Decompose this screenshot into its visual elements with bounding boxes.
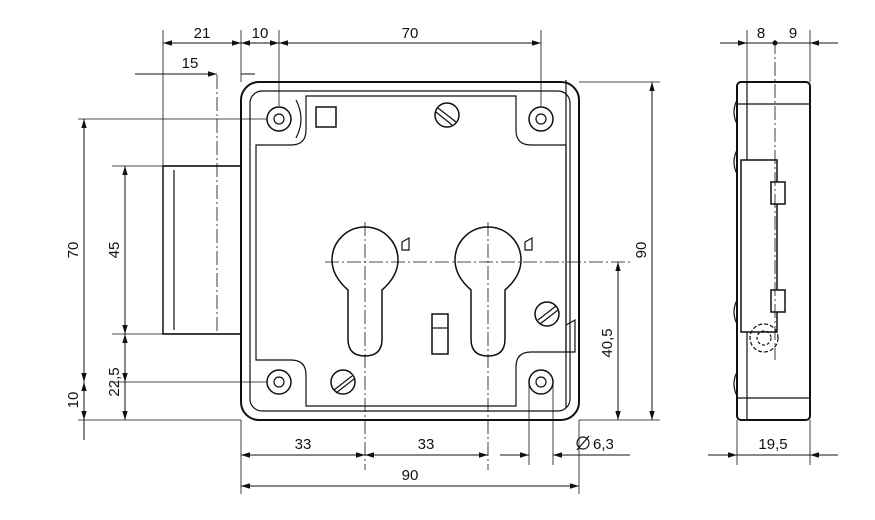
screw-right [534,301,560,327]
dim-22-5: 22,5 [106,367,123,396]
square-stud [315,106,337,128]
keyhole-tab-left [401,236,410,251]
screw-bottom [330,369,356,395]
dim-33-right: 33 [418,436,435,453]
mounting-hole-bl [266,369,292,395]
dim-diameter: 6,3 [593,436,614,453]
dim-side-19-5: 19,5 [758,436,787,453]
dim-90-right: 90 [633,242,650,259]
dim-33-left: 33 [295,436,312,453]
side-hole [749,323,779,353]
side-view [733,40,811,421]
dim-70-top: 70 [402,25,419,42]
mounting-hole-br [528,369,554,395]
edge-notch [565,318,576,353]
dim-side-9: 9 [789,25,797,42]
keyhole-tab-right [524,236,533,251]
dim-21: 21 [194,25,211,42]
cover-plate [255,95,567,407]
lock-body-inner [249,90,571,412]
bolt [162,165,244,335]
dim-90-bottom: 90 [402,467,419,484]
mounting-hole-tr [528,106,554,132]
dim-45: 45 [106,242,123,259]
dim-40-5: 40,5 [599,328,616,357]
mounting-hole-tl [266,106,292,132]
front-dimensions: 21 10 70 15 70 10 45 22,5 [65,25,660,494]
lock-body-outer [240,81,580,421]
dim-10-left: 10 [65,392,82,409]
dim-side-8: 8 [757,25,765,42]
screw-top [434,102,460,128]
dim-15: 15 [182,55,199,72]
dim-10-top: 10 [252,25,269,42]
slider [431,313,449,355]
side-dimensions: 8 9 19,5 [708,25,838,465]
front-view [162,75,630,470]
dim-70-left: 70 [65,242,82,259]
side-center-dot [772,40,778,46]
pin [295,99,302,139]
diameter-symbol [576,435,590,451]
